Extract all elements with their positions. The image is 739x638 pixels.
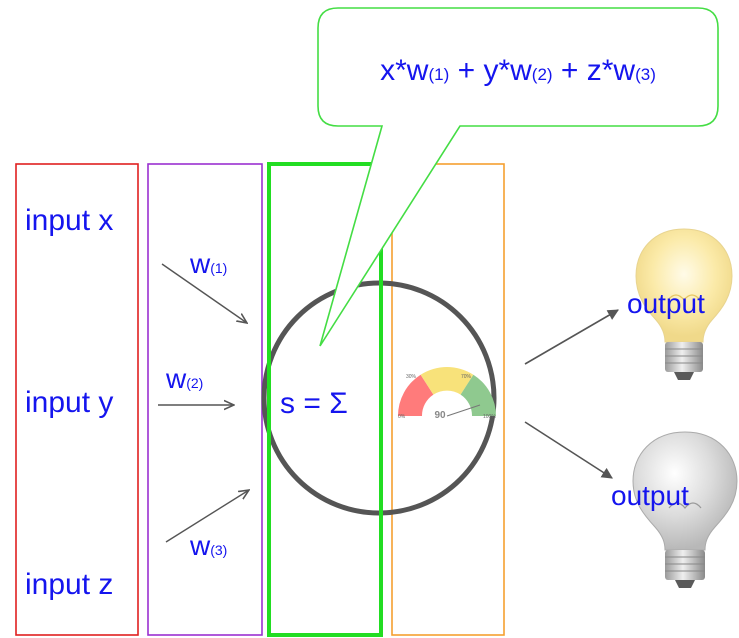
sum-label: s = Σ — [280, 387, 348, 420]
lit-lightbulb-icon — [635, 228, 733, 380]
weight-1-sub: (1) — [210, 260, 227, 276]
input-y-label: input y — [25, 386, 113, 419]
gauge-red-segment — [398, 374, 434, 416]
weight-1-label: w(1) — [189, 248, 227, 279]
gauge-tick-30: 30% — [406, 374, 417, 380]
weight-1-base: w — [189, 248, 211, 279]
output-top-label: output — [627, 288, 705, 319]
output-top-arrow — [524, 309, 619, 365]
output-bottom-label: output — [611, 480, 689, 511]
weight-3-sub: (3) — [210, 542, 227, 558]
gauge-tick-0: 0% — [398, 414, 406, 420]
weight-column-box — [147, 163, 263, 636]
formula-callout — [317, 7, 719, 347]
formula-term-x: x*w — [380, 54, 429, 87]
input-z-label: input z — [25, 568, 113, 601]
activation-column-box — [391, 163, 505, 636]
weight-3-base: w — [189, 530, 211, 561]
gauge-green-segment — [460, 374, 496, 416]
weight-2-label: w(2) — [165, 363, 203, 394]
gauge-icon: 90 0% 30% 70% 100% — [398, 366, 496, 421]
weight-1-arrow — [161, 263, 247, 323]
input-x-label: input x — [25, 204, 113, 237]
formula-sub-3: (3) — [635, 65, 656, 84]
formula-term-y: + y*w — [449, 54, 532, 87]
weight-3-arrow — [165, 490, 249, 543]
gauge-needle — [446, 404, 481, 417]
weight-2-sub: (2) — [186, 375, 203, 391]
gauge-value: 90 — [434, 410, 446, 421]
formula-sub-2: (2) — [532, 65, 553, 84]
formula-sub-1: (1) — [428, 65, 449, 84]
unlit-lightbulb-icon — [632, 431, 738, 588]
weight-3-label: w(3) — [189, 530, 227, 561]
formula-text: x*w(1) + y*w(2) + z*w(3) — [380, 54, 656, 87]
formula-term-z: + z*w — [553, 54, 636, 87]
gauge-tick-100: 100% — [483, 414, 496, 420]
input-column-box — [15, 163, 139, 636]
output-bottom-arrow — [524, 421, 613, 479]
gauge-tick-70: 70% — [461, 374, 472, 380]
weight-2-base: w — [165, 363, 187, 394]
summation-column-box — [267, 162, 383, 637]
gauge-yellow-segment — [420, 366, 474, 395]
